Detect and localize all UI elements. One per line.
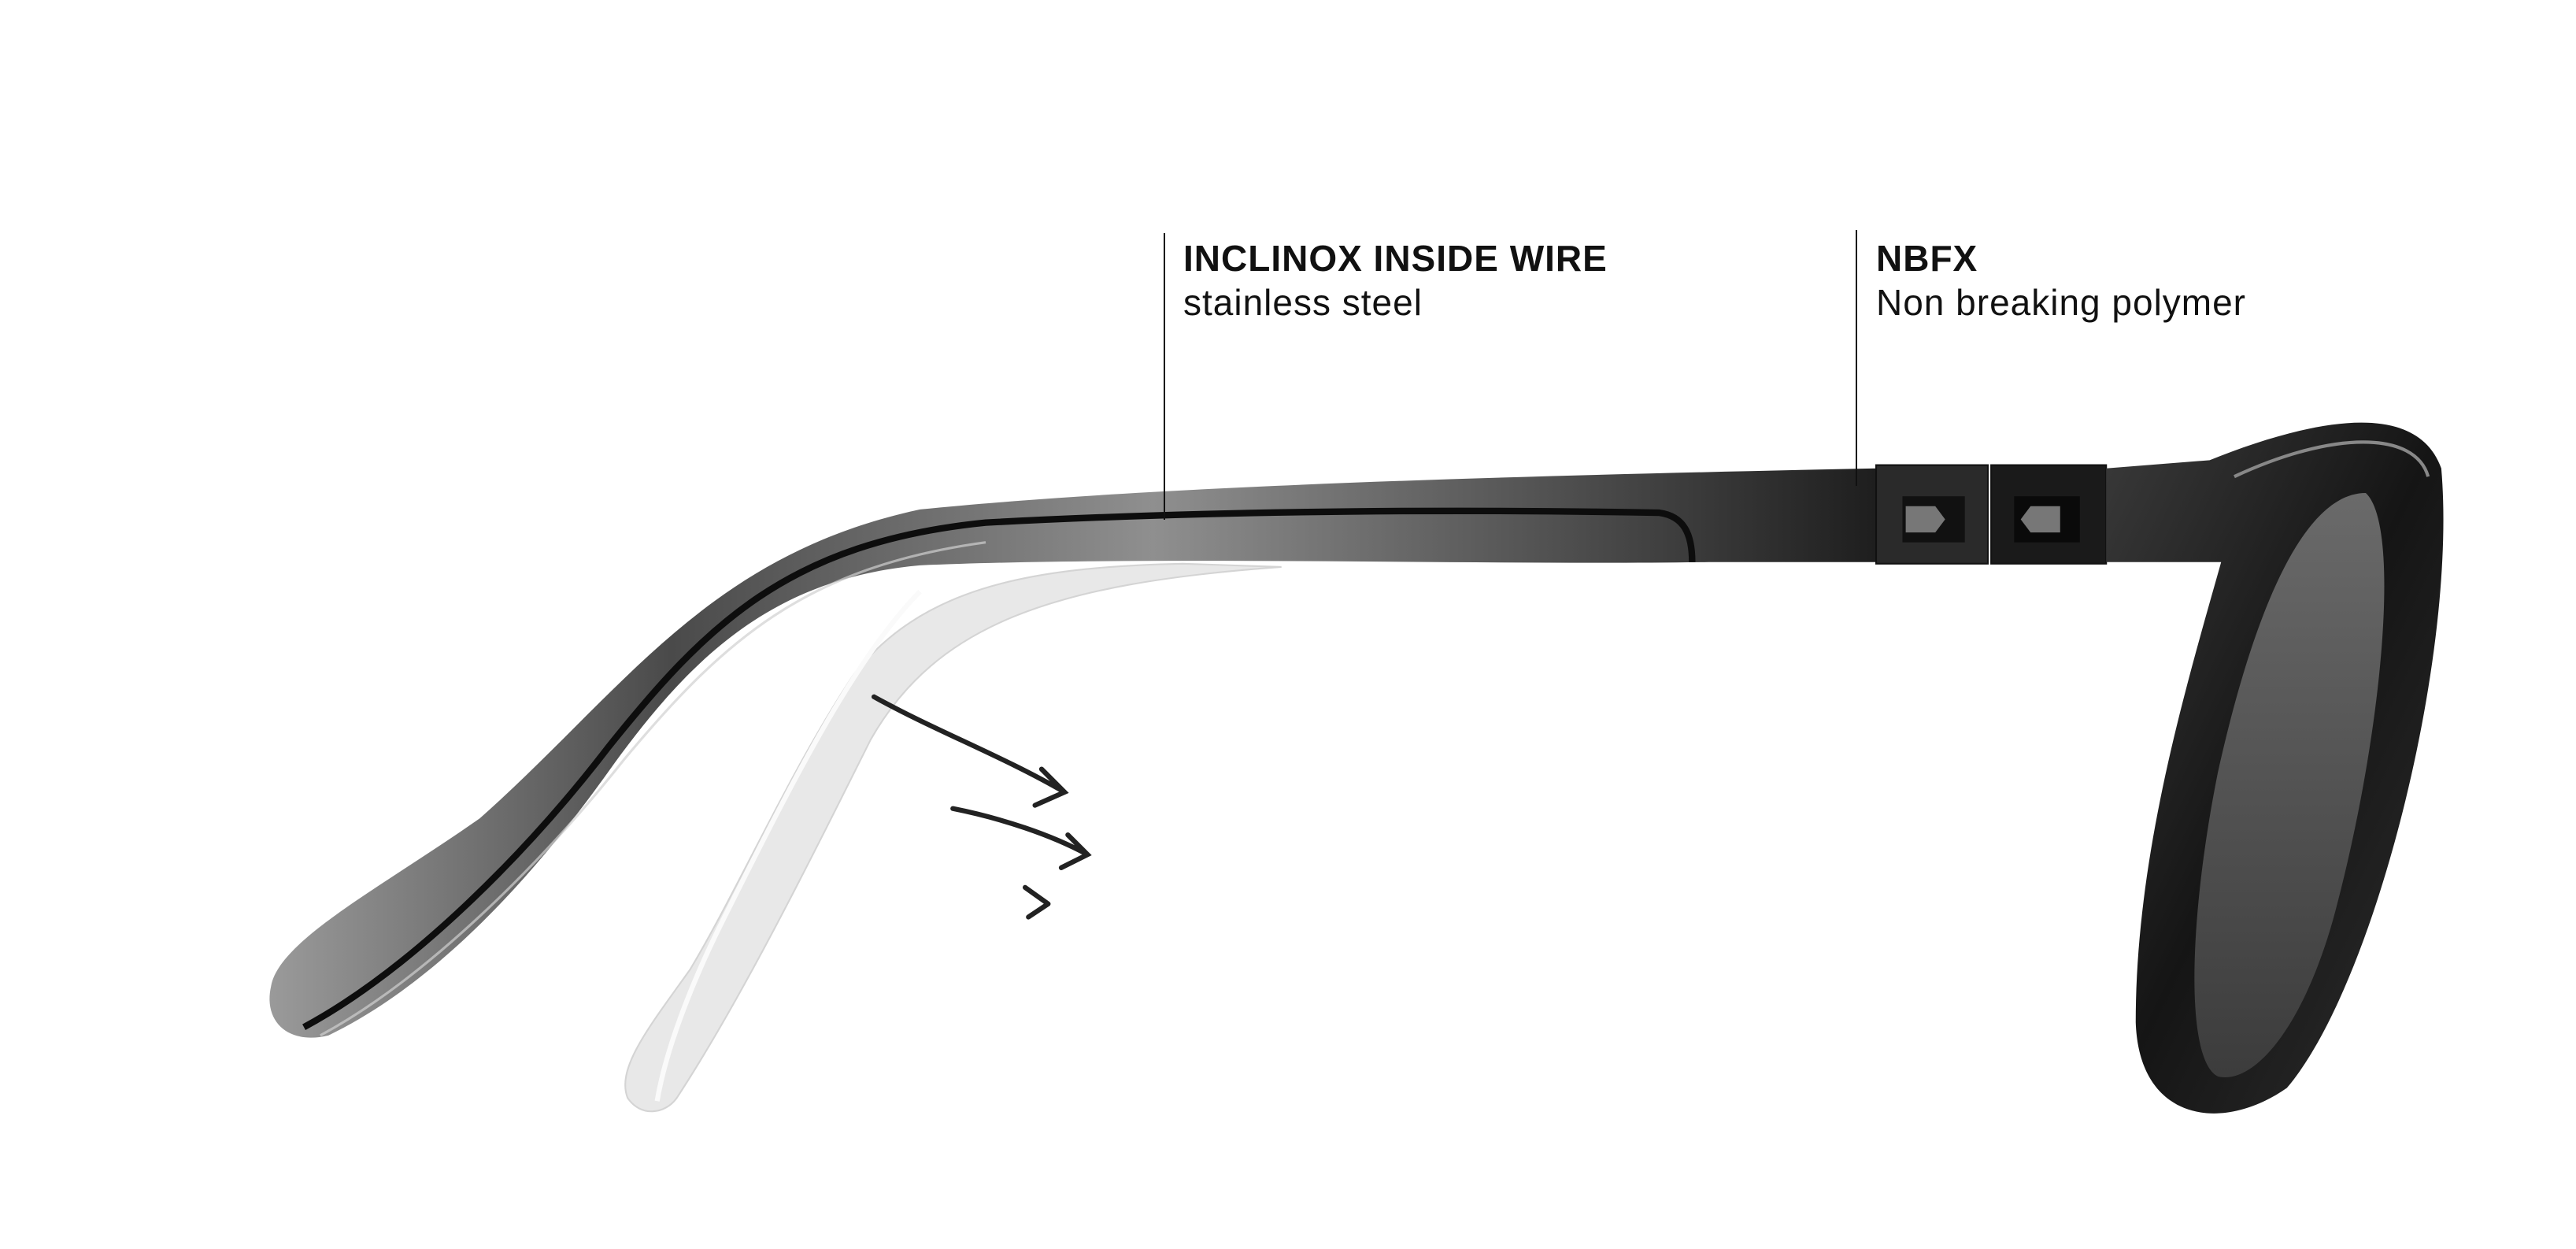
temple-arm — [269, 468, 1877, 1038]
motion-arrows — [872, 694, 1092, 920]
callout-subtitle: stainless steel — [1183, 282, 1423, 323]
callout-title: NBFX — [1876, 238, 1978, 279]
callout-subtitle: Non breaking polymer — [1876, 282, 2247, 323]
callout-inclinox: INCLINOX INSIDE WIRE stainless steel — [1183, 236, 1608, 324]
arrow-right-icon — [1905, 506, 1945, 533]
callout-nbfx: NBFX Non breaking polymer — [1876, 236, 2246, 324]
callout-title: INCLINOX INSIDE WIRE — [1183, 238, 1608, 279]
arrow-left-icon — [2020, 506, 2060, 533]
lens — [2194, 493, 2385, 1077]
arrow-icon — [1022, 884, 1051, 920]
ghost-temple — [624, 562, 1282, 1113]
callout-line-inclinox — [1164, 233, 1165, 520]
front-frame — [2106, 422, 2444, 1114]
hinge — [1875, 464, 2108, 565]
arrow-icon — [950, 806, 1092, 870]
callout-line-nbfx — [1856, 230, 1857, 486]
inside-wire — [302, 507, 1696, 1030]
arrow-icon — [872, 694, 1069, 808]
